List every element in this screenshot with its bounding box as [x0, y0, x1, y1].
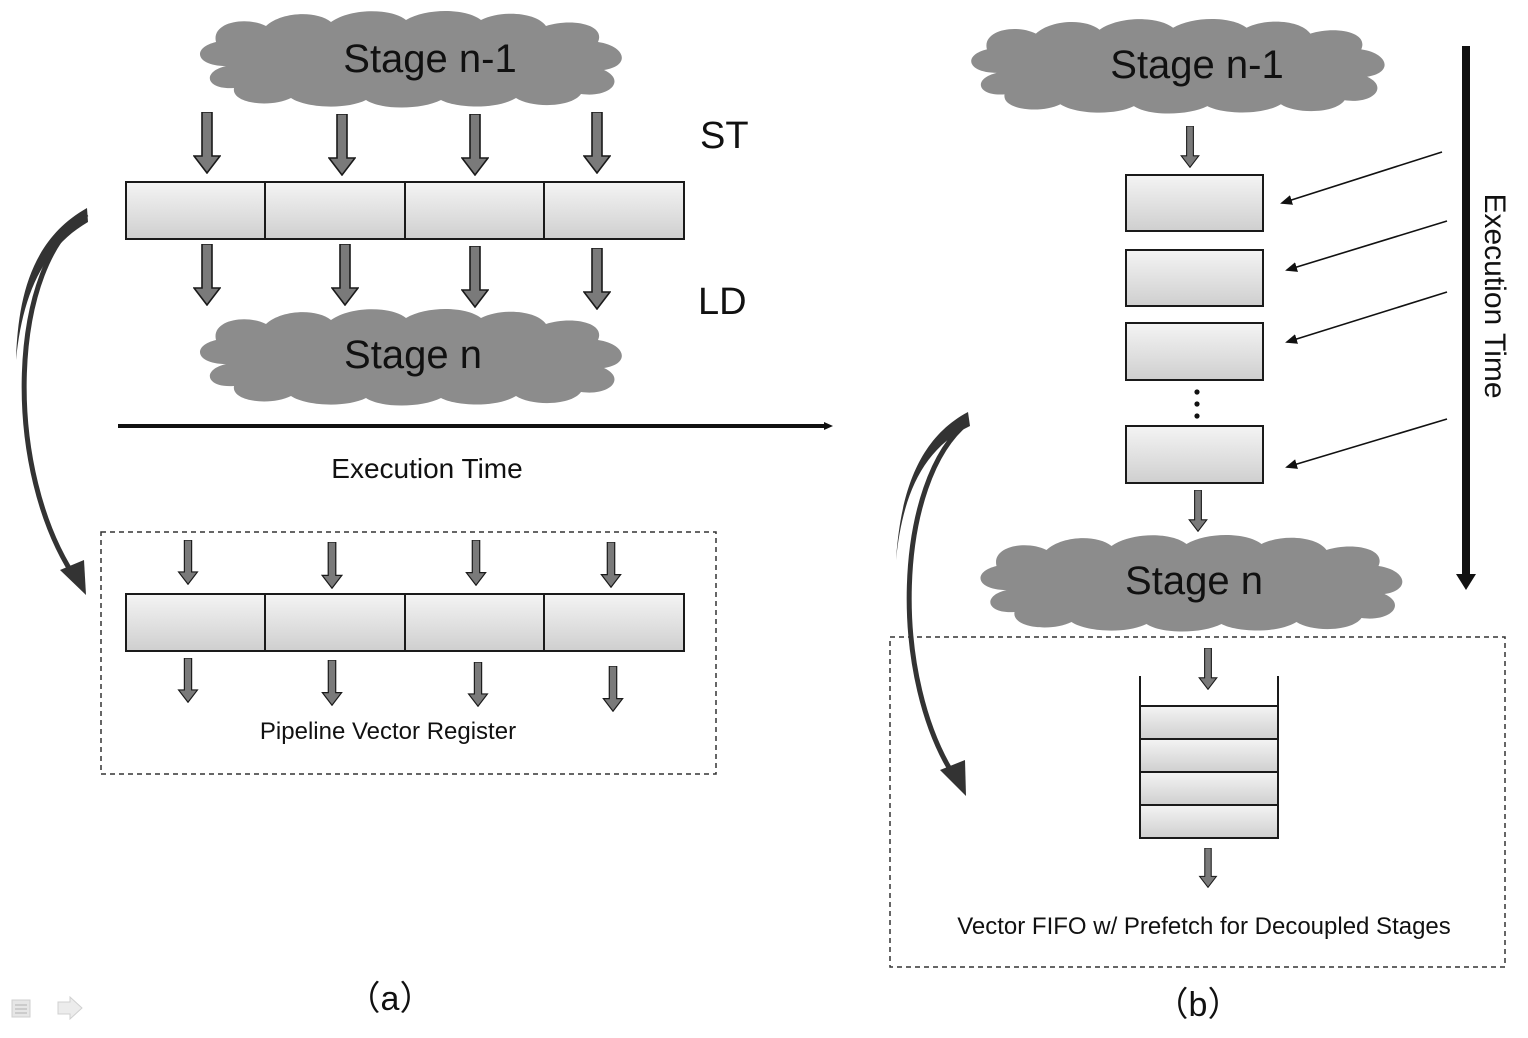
caption-a: （a）: [347, 980, 434, 1018]
register-in-arrows: [177, 540, 622, 589]
stage-n-cloud-a: Stage n: [199, 309, 622, 406]
vector-fifo-caption: Vector FIFO w/ Prefetch for Decoupled St…: [957, 913, 1451, 940]
curved-arrow-a: [16, 208, 89, 595]
pipeline-register-box: [100, 531, 717, 775]
stage-n-1-cloud-b: Stage n-1: [971, 18, 1385, 114]
time-axis-head-b: [1456, 574, 1476, 590]
st-label: ST: [700, 115, 749, 157]
register-out-arrows: [177, 658, 624, 712]
fifo-in-arrow-b: [1180, 126, 1200, 168]
stage-n-1-cloud-a: Stage n-1: [199, 11, 622, 108]
register-row-a: [125, 181, 685, 240]
fifo-entry-arrow: [1198, 648, 1218, 690]
vector-fifo: [1139, 676, 1279, 839]
prefetch-buffer-stack: [1125, 174, 1264, 484]
time-axis-head-a: [824, 422, 833, 430]
stage-n-in-arrow-b: [1188, 490, 1208, 532]
pipeline-register-caption: Pipeline Vector Register: [260, 718, 516, 745]
store-arrows: [193, 112, 611, 176]
time-axis-b: [1462, 46, 1470, 576]
ld-label: LD: [698, 281, 747, 323]
stage-n-label-b: Stage n: [1125, 559, 1263, 603]
stage-n-cloud-b: Stage n: [980, 535, 1403, 632]
load-arrows: [193, 244, 611, 310]
stage-n-label-a: Stage n: [344, 333, 482, 377]
caption-b: （b）: [1155, 986, 1242, 1024]
fifo-exit-arrow: [1198, 848, 1218, 888]
curved-arrow-b: [896, 412, 970, 796]
panel-a: Stage n-1 ST LD Stage n: [16, 11, 833, 1018]
pipeline-register-row: [125, 593, 685, 652]
next-arrow-icon[interactable]: [57, 995, 83, 1021]
execution-time-label-b: Execution Time: [1478, 193, 1511, 398]
prefetch-arrows: [1280, 151, 1448, 469]
stage-n-1-label-a: Stage n-1: [343, 37, 516, 81]
execution-time-label-a: Execution Time: [331, 453, 522, 484]
slide-notes-icon[interactable]: [11, 999, 31, 1018]
panel-b: Stage n-1 Execution Time Stage n: [889, 18, 1511, 1024]
stage-n-1-label-b: Stage n-1: [1110, 43, 1283, 87]
vector-fifo-box: [889, 636, 1506, 968]
